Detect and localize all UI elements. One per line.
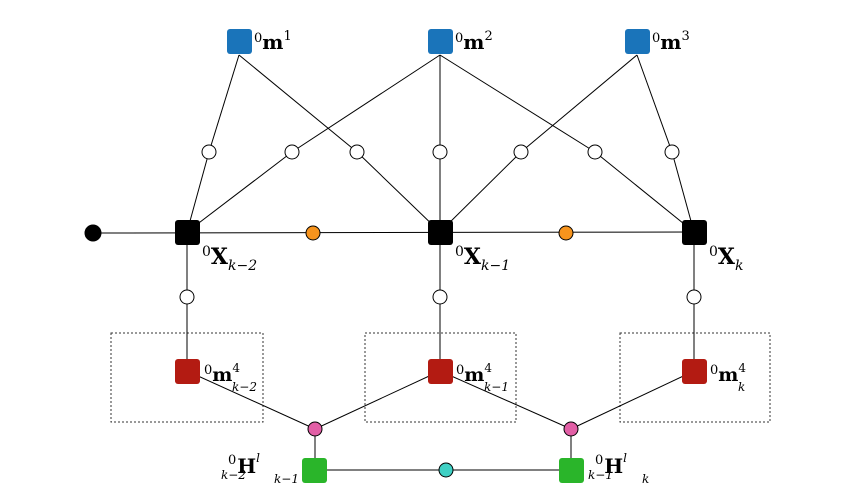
landmark-label-3: 0m3 xyxy=(652,29,690,54)
edge xyxy=(439,151,522,233)
edge xyxy=(594,151,695,233)
edge xyxy=(570,370,695,430)
edge xyxy=(208,54,240,153)
local-landmark-node-k xyxy=(682,359,707,384)
transform-variables xyxy=(302,458,584,483)
edge xyxy=(636,54,673,153)
edge xyxy=(186,151,293,233)
observation-factors xyxy=(179,144,702,305)
pose-node-k-1 xyxy=(428,220,453,245)
transform-factor xyxy=(563,421,579,437)
odometry-factors xyxy=(305,225,574,241)
pose-label-k-2: 0Xk−2 xyxy=(202,244,257,274)
between-transform-factor xyxy=(438,462,454,478)
odometry-factor xyxy=(558,225,574,241)
landmark-label-1: 0m1 xyxy=(254,29,292,54)
local-landmark-label-k: 0m4 xyxy=(710,361,746,386)
edge xyxy=(314,370,441,430)
observation-factor xyxy=(201,144,217,160)
local-landmark-node-k-2 xyxy=(175,359,200,384)
edges xyxy=(92,54,695,471)
transform-sub-2: k xyxy=(642,472,649,486)
local-landmark-label-k-2: 0m4 xyxy=(204,361,240,386)
edge xyxy=(186,151,210,233)
observation-factor xyxy=(432,144,448,160)
edge xyxy=(439,54,596,153)
observation-factor xyxy=(179,289,195,305)
edge xyxy=(439,370,572,430)
odometry-factor xyxy=(305,225,321,241)
landmark-node-3 xyxy=(625,29,650,54)
local-landmark-sub-k-2: k−2 xyxy=(232,380,257,394)
pose-node-k xyxy=(682,220,707,245)
transform-node-2 xyxy=(559,458,584,483)
pose-label-k-1: 0Xk−1 xyxy=(455,244,510,274)
pose-variables xyxy=(175,220,707,245)
observation-factor xyxy=(432,289,448,305)
observation-factor xyxy=(513,144,529,160)
transform-label-1: k−20Hl xyxy=(221,451,260,482)
local-landmark-node-k-1 xyxy=(428,359,453,384)
edge xyxy=(291,54,441,153)
observation-factor xyxy=(587,144,603,160)
local-landmark-sub-k-1: k−1 xyxy=(484,380,509,394)
edge xyxy=(186,370,316,430)
edge xyxy=(520,54,638,153)
local-landmark-label-k-1: 0m4 xyxy=(456,361,492,386)
edge xyxy=(671,151,695,233)
local-landmark-box-k xyxy=(619,332,771,423)
landmark-node-1 xyxy=(227,29,252,54)
edge xyxy=(238,54,358,153)
observation-factor xyxy=(349,144,365,160)
transform-sub-1: k−1 xyxy=(274,472,299,486)
pose-node-k-2 xyxy=(175,220,200,245)
observation-factor xyxy=(664,144,680,160)
prior-factor xyxy=(84,224,102,242)
observation-factor xyxy=(686,289,702,305)
landmark-variables xyxy=(227,29,650,54)
transform-factor xyxy=(307,421,323,437)
landmark-label-2: 0m2 xyxy=(455,29,493,54)
transform-factors xyxy=(307,421,579,437)
landmark-node-2 xyxy=(428,29,453,54)
observation-factor xyxy=(284,144,300,160)
local-landmark-variables xyxy=(175,359,707,384)
local-landmark-sub-k: k xyxy=(738,380,745,394)
transform-label-2: k−10Hl xyxy=(588,451,627,482)
pose-label-k: 0Xk xyxy=(709,244,743,274)
edge xyxy=(356,151,441,233)
transform-node-1 xyxy=(302,458,327,483)
